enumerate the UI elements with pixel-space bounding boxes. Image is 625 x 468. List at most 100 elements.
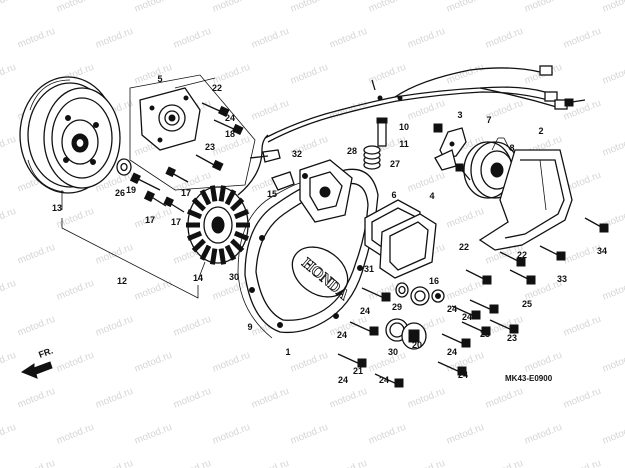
watermark-text: motod.ru	[601, 422, 625, 447]
bolt-part	[499, 251, 526, 267]
front-arrow-icon	[20, 361, 53, 379]
watermark-text: motod.ru	[94, 458, 135, 468]
watermark-text: motod.ru	[55, 278, 96, 303]
watermark-text: motod.ru	[601, 62, 625, 87]
watermark-text: motod.ru	[16, 26, 57, 51]
flywheel-rotor	[19, 76, 121, 194]
callout-number: 19	[126, 185, 136, 195]
watermark-text: motod.ru	[16, 386, 57, 411]
watermark-text: motod.ru	[562, 386, 603, 411]
watermark-text: motod.ru	[94, 26, 135, 51]
callout-number: 11	[399, 139, 409, 149]
watermark-text: motod.ru	[55, 0, 96, 15]
stator-tooth	[224, 189, 237, 206]
watermark-text: motod.ru	[289, 350, 330, 375]
watermark-text: motod.ru	[133, 62, 174, 87]
watermark-text: motod.ru	[133, 422, 174, 447]
watermark-text: motod.ru	[601, 134, 625, 159]
callout-number: 24	[360, 306, 370, 316]
stator-tooth	[199, 189, 212, 206]
watermark-text: motod.ru	[484, 458, 525, 468]
callout-number: 26	[115, 188, 125, 198]
callout-number: 10	[399, 122, 409, 132]
callout-number: 22	[212, 83, 222, 93]
callout-number: 7	[486, 115, 491, 125]
diagram-code: MK43-E0900	[505, 374, 553, 383]
watermark-text: motod.ru	[562, 26, 603, 51]
callout-number: 4	[429, 191, 434, 201]
bolt-part	[165, 166, 189, 183]
bolt-head	[357, 358, 367, 368]
callout-number: 30	[388, 347, 398, 357]
stator-tooth	[191, 197, 206, 212]
bolt-part	[465, 269, 492, 285]
pulse-generator	[139, 77, 216, 151]
callout-number: 17	[181, 188, 191, 198]
watermark-text: motod.ru	[94, 242, 135, 267]
wire-clamp	[249, 149, 281, 163]
watermark-text: motod.ru	[328, 386, 369, 411]
watermark-text: motod.ru	[601, 278, 625, 303]
bolt-head	[461, 338, 471, 348]
bracket-part	[271, 171, 295, 191]
watermark-text: motod.ru	[211, 422, 252, 447]
watermark-text: motod.ru	[0, 0, 18, 15]
watermark-text: motod.ru	[406, 458, 447, 468]
seal-ring	[395, 282, 409, 298]
bolt-part	[195, 154, 224, 171]
plug-part	[431, 289, 445, 303]
watermark-text: motod.ru	[55, 422, 96, 447]
bolt-shaft	[437, 361, 461, 373]
bolt-cluster	[337, 287, 519, 388]
callout-number: 28	[347, 146, 357, 156]
bolt-head	[369, 326, 379, 336]
stator-tooth	[218, 185, 227, 202]
watermark-text: motod.ru	[172, 386, 213, 411]
bolt-shaft	[374, 373, 398, 385]
spring-part	[363, 145, 381, 170]
stator-tooth	[218, 248, 227, 265]
watermark-text: motod.ru	[406, 386, 447, 411]
bolt-part	[433, 123, 443, 133]
callout-number: 32	[292, 149, 302, 159]
crankcase-cover: HONDA	[244, 159, 379, 334]
bolt-head	[481, 326, 491, 336]
watermark-text: motod.ru	[0, 62, 18, 87]
stator-tooth	[233, 209, 250, 220]
watermark-text: motod.ru	[289, 62, 330, 87]
watermark-text: motod.ru	[484, 386, 525, 411]
callout-number: 5	[157, 74, 162, 84]
callout-number: 3	[457, 110, 462, 120]
grommet-part	[376, 117, 388, 147]
watermark-text: motod.ru	[0, 422, 18, 447]
stator-tooth	[186, 230, 203, 241]
callout-number: 23	[480, 329, 490, 339]
callout-number: 24	[225, 113, 235, 123]
callout-number: 12	[117, 276, 127, 286]
callout-number: 14	[193, 273, 203, 283]
stator-tooth	[233, 230, 250, 241]
watermark-text: motod.ru	[445, 422, 486, 447]
watermark-text: motod.ru	[16, 458, 57, 468]
watermark-text: motod.ru	[211, 350, 252, 375]
bolt-shaft	[451, 305, 475, 317]
callout-number: 17	[145, 215, 155, 225]
watermark-text: motod.ru	[133, 278, 174, 303]
callout-number: 13	[52, 203, 62, 213]
watermark-text: motod.ru	[484, 26, 525, 51]
bolt-head	[381, 292, 391, 302]
watermark-text: motod.ru	[445, 0, 486, 15]
callout-number: 9	[247, 322, 252, 332]
stator-tooth	[230, 197, 245, 212]
bolt-shaft	[441, 333, 465, 345]
stator-tooth	[199, 244, 212, 261]
bolt-part	[163, 196, 185, 213]
watermark-text: motod.ru	[523, 0, 564, 15]
callout-number: 24	[379, 375, 389, 385]
callout-number: 27	[390, 159, 400, 169]
watermark-text: motod.ru	[328, 458, 369, 468]
bolt-shaft	[461, 321, 485, 333]
callout-number: 2	[538, 126, 543, 136]
